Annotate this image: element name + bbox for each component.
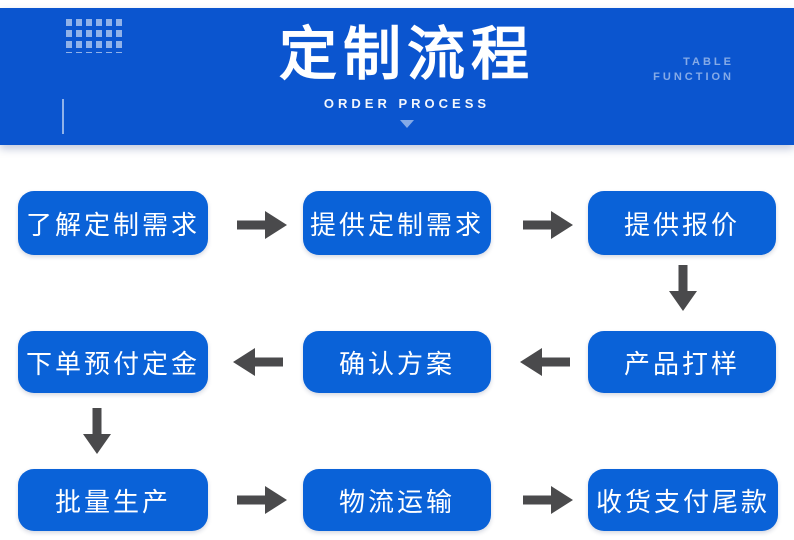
arrow-right-icon xyxy=(237,486,287,514)
dot-grid-decoration xyxy=(62,15,126,53)
flow-step-6: 下单预付定金 xyxy=(18,331,208,393)
header-banner: 定制流程 ORDER PROCESS TABLE FUNCTION xyxy=(0,8,794,145)
flow-step-9: 收货支付尾款 xyxy=(588,469,778,531)
corner-label-line2: FUNCTION xyxy=(653,71,734,83)
flow-step-2: 提供定制需求 xyxy=(303,191,491,255)
arrow-right-icon xyxy=(523,211,573,239)
arrow-left-icon xyxy=(233,348,283,376)
vertical-line-decoration xyxy=(62,99,64,134)
flow-step-7: 批量生产 xyxy=(18,469,208,531)
arrow-down-icon xyxy=(83,408,111,454)
down-triangle-icon xyxy=(400,120,414,128)
flow-step-3: 提供报价 xyxy=(588,191,776,255)
arrow-down-icon xyxy=(669,265,697,311)
page-title: 定制流程 xyxy=(278,22,535,87)
corner-label: TABLE FUNCTION xyxy=(653,55,734,85)
corner-label-line1: TABLE xyxy=(683,56,734,68)
arrow-right-icon xyxy=(237,211,287,239)
flow-step-1: 了解定制需求 xyxy=(18,191,208,255)
arrow-left-icon xyxy=(520,348,570,376)
page-subtitle: ORDER PROCESS xyxy=(323,96,491,111)
arrow-right-icon xyxy=(523,486,573,514)
flow-step-5: 确认方案 xyxy=(303,331,491,393)
flow-step-4: 产品打样 xyxy=(588,331,776,393)
flow-step-8: 物流运输 xyxy=(303,469,491,531)
